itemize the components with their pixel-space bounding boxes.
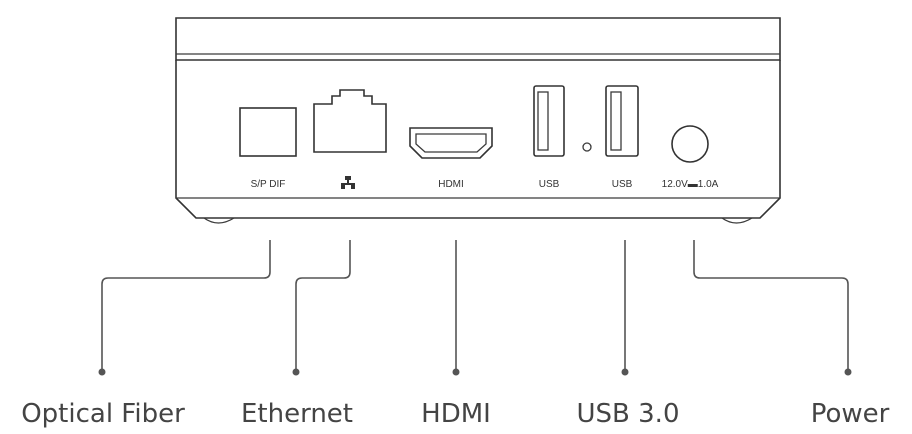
hdmi-port bbox=[409, 127, 493, 159]
leader-ethernet bbox=[295, 240, 351, 370]
network-icon bbox=[341, 176, 355, 189]
ethernet-socket bbox=[313, 89, 387, 153]
leader-hdmi-dot bbox=[452, 368, 460, 376]
usb-port-right bbox=[605, 85, 639, 157]
spdif-port bbox=[239, 107, 297, 157]
usb-right-label: USB bbox=[612, 179, 633, 190]
spdif-label: S/P DIF bbox=[251, 179, 286, 190]
leader-power bbox=[693, 240, 849, 370]
power-rating-label: 12.0V▬1.0A bbox=[662, 179, 719, 190]
hdmi-socket-outer bbox=[409, 127, 493, 159]
front-panel bbox=[175, 60, 781, 219]
callout-power: Power bbox=[811, 399, 890, 429]
ethernet-port bbox=[313, 89, 387, 153]
usb-left-tongue bbox=[537, 91, 549, 151]
callout-usb: USB 3.0 bbox=[577, 399, 680, 429]
leader-ethernet-dot bbox=[292, 368, 300, 376]
usb-left-socket bbox=[533, 85, 565, 157]
leader-power-dot bbox=[844, 368, 852, 376]
foot-left bbox=[203, 217, 235, 224]
leader-lines bbox=[98, 240, 852, 376]
callout-ethernet: Ethernet bbox=[241, 399, 353, 429]
callout-optical-fiber: Optical Fiber bbox=[21, 399, 185, 429]
device-body bbox=[175, 17, 781, 224]
leader-optical bbox=[101, 240, 271, 370]
status-led bbox=[582, 142, 592, 152]
leader-usb-dot bbox=[621, 368, 629, 376]
foot-right bbox=[721, 217, 753, 224]
callout-hdmi: HDMI bbox=[421, 399, 491, 429]
usb-right-tongue bbox=[610, 91, 622, 151]
power-jack bbox=[671, 125, 709, 163]
hdmi-socket-inner bbox=[415, 133, 487, 153]
leader-optical-dot bbox=[98, 368, 106, 376]
power-jack-ring bbox=[671, 125, 709, 163]
usb-port-left bbox=[533, 85, 565, 157]
usb-right-socket bbox=[605, 85, 639, 157]
hdmi-port-label: HDMI bbox=[438, 179, 464, 190]
usb-left-label: USB bbox=[539, 179, 560, 190]
spdif-socket bbox=[239, 107, 297, 157]
